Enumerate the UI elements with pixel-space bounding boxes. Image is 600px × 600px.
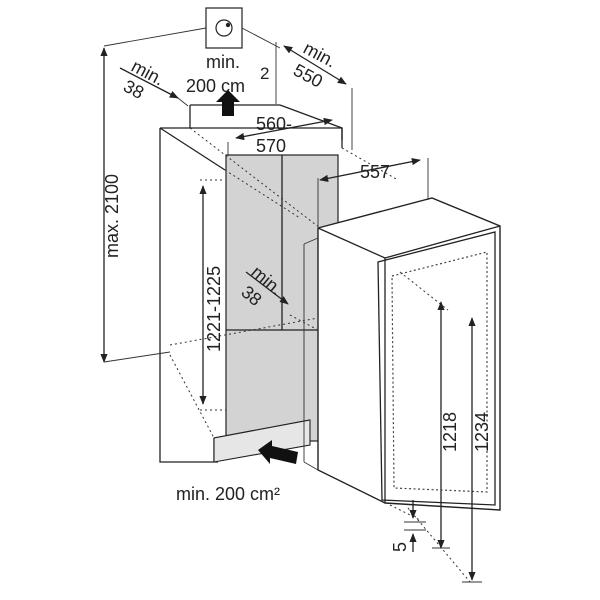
label-height-1234: 1234 (472, 412, 492, 452)
reference-lines (169, 127, 471, 583)
label-niche-height: 1221-1225 (204, 266, 224, 352)
dim-appliance-height-1234: 1234 (462, 317, 492, 583)
label-height-1218: 1218 (440, 412, 460, 452)
dim-gap-bottom: 5 (390, 500, 426, 552)
label-width-a: 560- (256, 114, 292, 134)
label-gap: 5 (390, 542, 410, 552)
dim-niche-height: 1221-1225 (199, 185, 224, 405)
dim-appliance-height-1218: 1218 (432, 301, 460, 549)
label-top-vent-value: 200 cm (186, 76, 245, 96)
thermostat-icon (103, 7, 281, 49)
dim-top-left: min. 38 (119, 56, 189, 107)
vent-in-arrow-icon (258, 440, 298, 464)
appliance-door (377, 231, 496, 506)
dim-max-height: max. 2100 (100, 47, 171, 363)
top-vent: min. 200 cm 2 (186, 52, 269, 116)
vent-out-arrow-icon (216, 90, 240, 116)
bottom-vent: min. 200 cm² (176, 440, 298, 504)
label-width-b: 570 (256, 136, 286, 156)
label-top-vent-sup: 2 (260, 64, 269, 83)
label-top-vent-min: min. (206, 52, 240, 72)
door-seal (391, 251, 488, 493)
label-bottom-vent: min. 200 cm² (176, 484, 280, 504)
label-appliance-depth: 557 (360, 162, 390, 182)
label-max-height: max. 2100 (102, 174, 122, 258)
dim-appliance-depth: 557 (317, 158, 429, 226)
appliance (303, 197, 501, 511)
niche-base (213, 419, 311, 463)
dim-width: 560- 570 (227, 114, 333, 156)
